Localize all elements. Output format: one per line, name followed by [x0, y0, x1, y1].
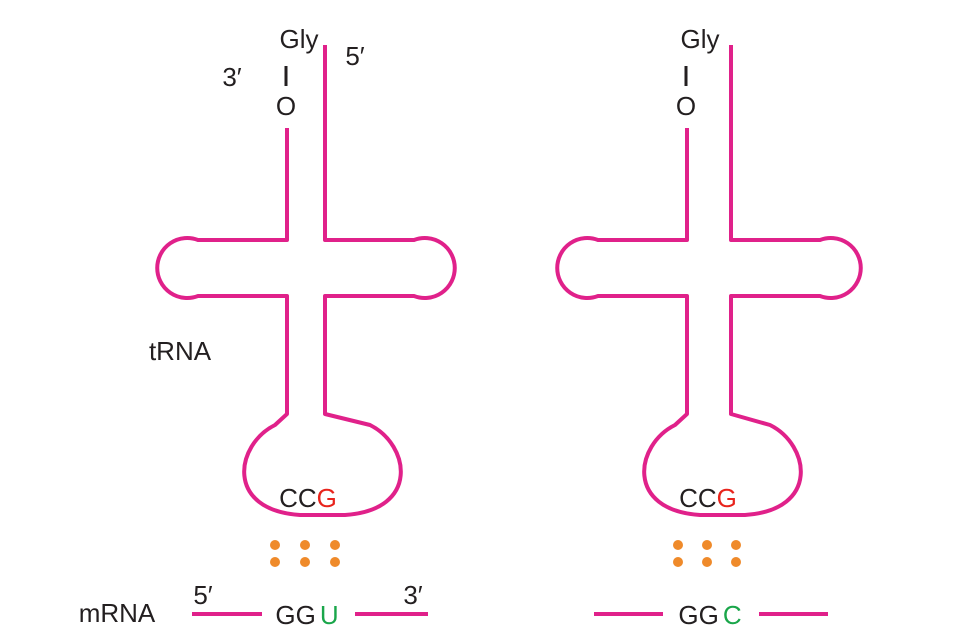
amino-acid-right: Gly — [681, 24, 720, 54]
anticodon-right: CCG — [679, 483, 737, 513]
pairing-dot — [673, 557, 683, 567]
trna-label: tRNA — [149, 336, 212, 366]
pairing-dot — [673, 540, 683, 550]
three-prime-left: 3′ — [222, 62, 241, 92]
pairing-dot — [300, 540, 310, 550]
codon-left-prefix: GG — [275, 600, 315, 630]
pairing-dot — [731, 540, 741, 550]
anticodon-right-prefix: CC — [679, 483, 717, 513]
anticodon-right-wobble: G — [717, 483, 737, 513]
five-prime-left: 5′ — [345, 41, 364, 71]
pairing-dot — [270, 557, 280, 567]
mrna-label: mRNA — [79, 598, 156, 628]
mrna-left-5prime: 5′ — [193, 580, 212, 610]
pairing-dot — [330, 557, 340, 567]
anticodon-left-prefix: CC — [279, 483, 317, 513]
pairing-dot — [330, 540, 340, 550]
pairing-dot — [731, 557, 741, 567]
codon-right-wobble: C — [723, 600, 742, 630]
pairing-dot — [702, 540, 712, 550]
codon-right-prefix: GG — [678, 600, 718, 630]
link-oxygen-right: O — [676, 91, 696, 121]
link-oxygen-left: O — [276, 91, 296, 121]
trna-left: Gly O 3′ 5′ CCG — [155, 24, 457, 517]
pairing-dot — [702, 557, 712, 567]
mrna-left-3prime: 3′ — [403, 580, 422, 610]
amino-acid-left: Gly — [280, 24, 319, 54]
anticodon-left-wobble: G — [317, 483, 337, 513]
trna-right: Gly O CCG — [555, 24, 863, 517]
pairing-dots-right — [673, 540, 741, 567]
codon-left-wobble: U — [320, 600, 339, 630]
pairing-dots-left — [270, 540, 340, 567]
pairing-dot — [300, 557, 310, 567]
pairing-dot — [270, 540, 280, 550]
trna-left-cloverleaf — [155, 45, 457, 517]
anticodon-left: CCG — [279, 483, 337, 513]
trna-right-cloverleaf — [555, 45, 863, 517]
